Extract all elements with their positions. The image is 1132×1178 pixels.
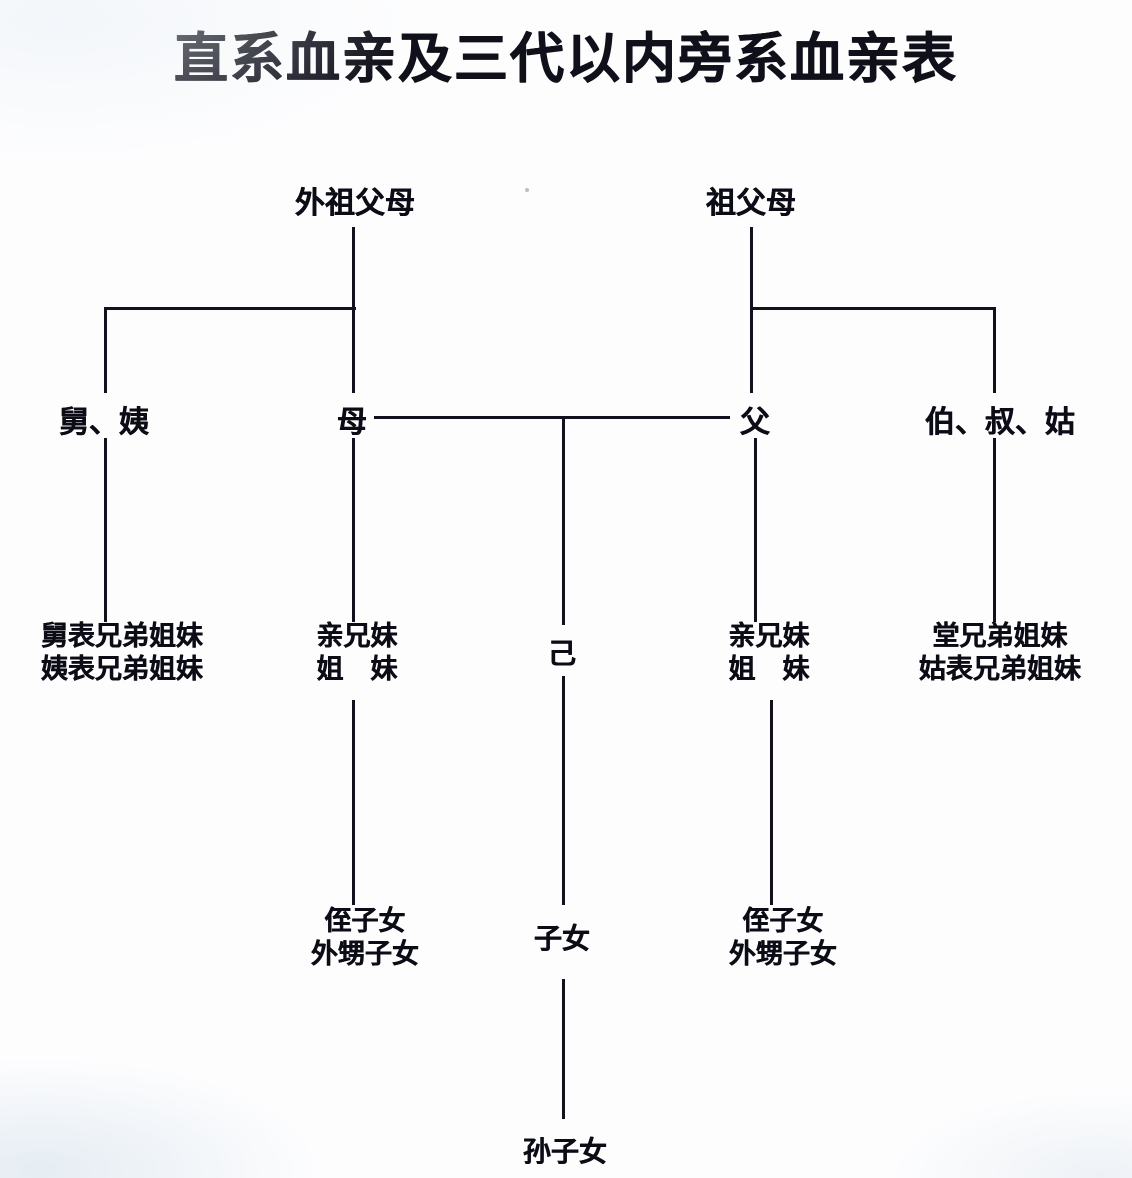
edge-siblings-right-to-nephews — [770, 700, 773, 905]
node-grandchildren: 孙子女 — [522, 1135, 608, 1168]
edge-maternal-bus — [104, 307, 356, 310]
edge-maternal-grandparents-stem — [352, 227, 355, 310]
node-nephews-nieces-right-line2: 外甥子女 — [729, 938, 837, 970]
node-siblings-paternal-side: 亲兄妹 姐 妹 — [729, 621, 810, 687]
edge-marriage-mother-father — [374, 416, 730, 419]
node-self: 己 — [547, 637, 577, 670]
node-nephews-nieces-left-line1: 侄子女 — [324, 906, 406, 937]
page-title: 直系血亲及三代以内旁系血亲表 — [174, 26, 958, 90]
node-paternal-cousins-line2: 姑表兄弟姐妹 — [919, 653, 1081, 685]
node-paternal-cousins: 堂兄弟姐妹 姑表兄弟姐妹 — [919, 621, 1081, 687]
edge-paternal-grandparents-stem — [750, 227, 753, 310]
edge-parents-to-self — [562, 419, 565, 625]
edge-paternal-uncle-aunt-to-cousins — [993, 438, 996, 622]
edge-children-to-grandchildren — [562, 979, 565, 1119]
node-paternal-cousins-line1: 堂兄弟姐妹 — [932, 621, 1068, 652]
edge-father-to-siblings — [754, 438, 757, 622]
edge-mother-to-siblings — [352, 438, 355, 622]
edge-paternal-bus — [750, 307, 995, 310]
node-siblings-paternal-side-line2: 姐 妹 — [728, 653, 810, 685]
edge-self-to-children — [562, 676, 565, 905]
edge-to-father — [750, 307, 753, 393]
scan-speck — [525, 188, 529, 192]
node-siblings-paternal-side-line1: 亲兄妹 — [728, 621, 810, 652]
node-siblings-maternal-side-line1: 亲兄妹 — [316, 621, 398, 652]
node-nephews-nieces-left-line2: 外甥子女 — [311, 938, 419, 970]
edge-siblings-left-to-nephews — [352, 700, 355, 905]
edge-to-mother — [352, 307, 355, 393]
node-nephews-nieces-right: 侄子女 外甥子女 — [729, 906, 837, 972]
node-paternal-grandparents: 祖父母 — [706, 186, 796, 221]
node-maternal-cousins: 舅表兄弟姐妹 姨表兄弟姐妹 — [41, 621, 203, 687]
node-father: 父 — [740, 405, 770, 440]
node-siblings-maternal-side-line2: 姐 妹 — [316, 653, 398, 685]
edge-maternal-uncle-aunt-to-cousins — [104, 438, 107, 622]
node-maternal-uncle-aunt: 舅、姨 — [59, 405, 149, 440]
node-siblings-maternal-side: 亲兄妹 姐 妹 — [317, 621, 398, 687]
edge-to-paternal-uncle-aunt — [993, 307, 996, 393]
node-maternal-cousins-line1: 舅表兄弟姐妹 — [41, 621, 203, 652]
node-maternal-cousins-line2: 姨表兄弟姐妹 — [41, 653, 203, 685]
node-nephews-nieces-right-line1: 侄子女 — [742, 906, 824, 937]
node-maternal-grandparents: 外祖父母 — [295, 186, 415, 221]
edge-to-maternal-uncle-aunt — [104, 307, 107, 393]
node-children: 子女 — [533, 922, 591, 955]
node-mother: 母 — [337, 405, 367, 440]
node-paternal-uncle-aunt: 伯、叔、姑 — [925, 405, 1075, 440]
node-nephews-nieces-left: 侄子女 外甥子女 — [311, 906, 419, 972]
